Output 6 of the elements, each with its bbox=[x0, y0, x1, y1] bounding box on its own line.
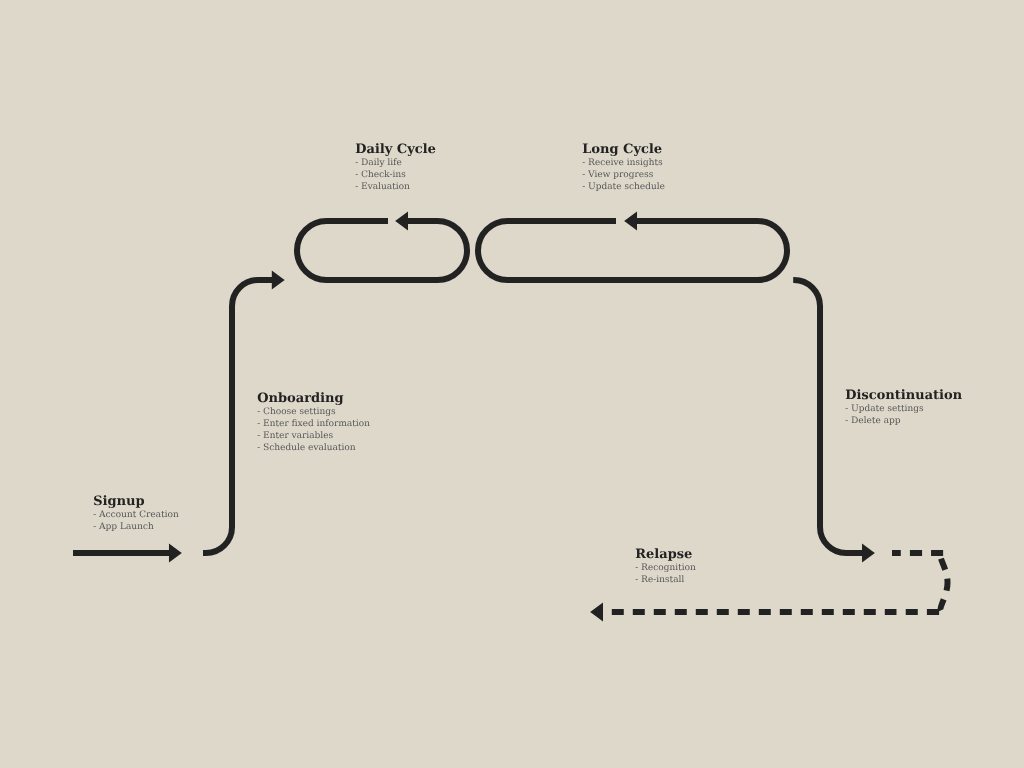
stage-label: Discontinuation - Update settings - Delete app bbox=[845, 389, 962, 425]
stage-label: Signup - Account Creation - App Launch bbox=[93, 495, 179, 531]
stage-label: Relapse - Recognition - Re-install bbox=[635, 548, 696, 583]
stage-label: Long Cycle - Receive insights - View progress - Update schedule bbox=[582, 143, 665, 191]
stage-label: Daily Cycle - Daily life - Check-ins - Evaluation bbox=[355, 143, 436, 190]
stage-label: Onboarding - Choose settings - Enter fixed information - Enter variables - Schedule evaluation bbox=[257, 392, 370, 451]
